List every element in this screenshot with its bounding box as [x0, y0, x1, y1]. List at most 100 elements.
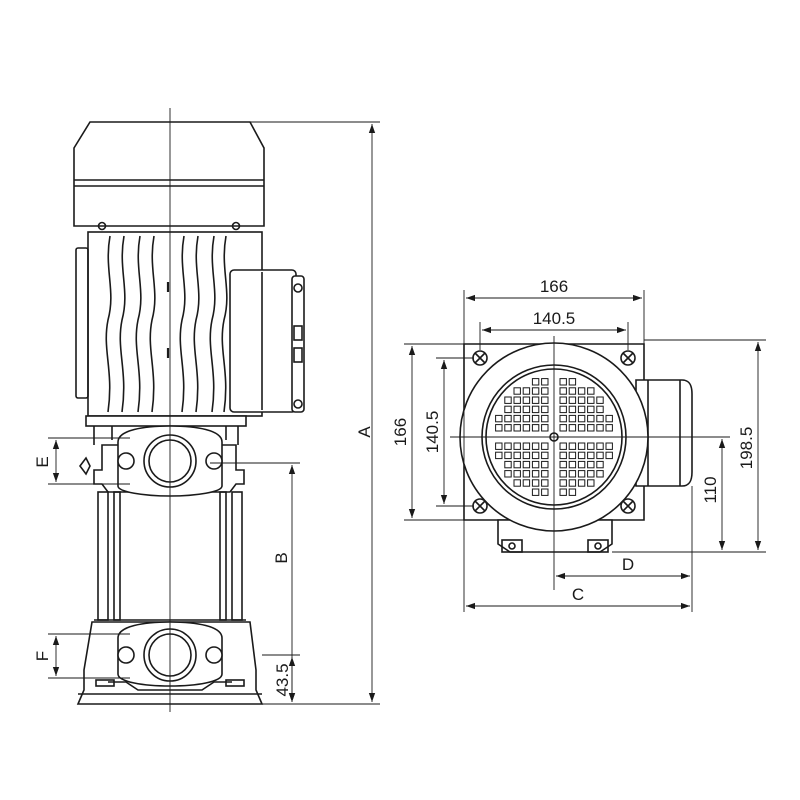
dimension-140-width-label: 140.5: [533, 309, 576, 328]
grill-slot: [577, 460, 586, 469]
grill-slot: [587, 414, 595, 423]
grill-slot: [513, 479, 521, 487]
dimension-166-width-label: 166: [540, 277, 568, 296]
grill-slot: [522, 387, 531, 395]
grill-slot: [559, 442, 567, 450]
grill-slot: [504, 451, 512, 460]
grill-slot: [559, 405, 567, 414]
grill-slot: [531, 396, 540, 404]
grill-slot: [541, 396, 549, 404]
terminal-box-top: [635, 379, 693, 487]
grill-slot: [568, 451, 577, 460]
grill-slot: [577, 451, 586, 460]
grill-slot: [522, 470, 531, 478]
grill-slot: [522, 442, 531, 450]
grill-slot: [531, 479, 540, 487]
grill-slot: [596, 470, 604, 478]
grill-slot: [522, 479, 531, 487]
grill-slot: [541, 442, 549, 450]
dimension-166-depth-label: 166: [391, 418, 410, 446]
grill-slot: [587, 451, 595, 460]
grill-slot: [522, 451, 531, 460]
dimension-c-label: C: [572, 585, 584, 604]
grill-slot: [605, 414, 613, 423]
grill-slot: [559, 414, 567, 423]
grill-slot: [541, 424, 549, 432]
grill-slot: [587, 405, 595, 414]
grill-slot: [568, 488, 577, 496]
grill-slot: [531, 378, 540, 386]
grill-slot: [596, 460, 604, 469]
grill-slot: [541, 488, 549, 496]
terminal-box: [229, 269, 305, 413]
fan-grill: [495, 378, 613, 496]
grill-slot: [577, 396, 586, 404]
dimension-base-label: 43.5: [273, 663, 292, 696]
grill-slot: [513, 424, 521, 432]
dimension-e-label: E: [33, 456, 52, 467]
grill-slot: [568, 414, 577, 423]
grill-slot: [587, 442, 595, 450]
grill-slot: [605, 424, 613, 432]
grill-slot: [568, 405, 577, 414]
dimension-d-label: D: [622, 555, 634, 574]
grill-slot: [596, 424, 604, 432]
grill-slot: [495, 414, 503, 423]
dimension-b-label: B: [272, 552, 291, 563]
grill-slot: [522, 460, 531, 469]
grill-slot: [587, 424, 595, 432]
grill-slot: [559, 470, 567, 478]
grill-slot: [587, 396, 595, 404]
grill-slot: [596, 414, 604, 423]
grill-slot: [522, 405, 531, 414]
grill-slot: [504, 442, 512, 450]
pump-stages: [94, 491, 246, 621]
grill-slot: [531, 442, 540, 450]
grill-slot: [541, 460, 549, 469]
grill-slot: [513, 414, 521, 423]
grill-slot: [577, 414, 586, 423]
grill-slot: [531, 460, 540, 469]
grill-slot: [495, 451, 503, 460]
grill-slot: [531, 405, 540, 414]
grill-slot: [577, 405, 586, 414]
grill-slot: [522, 424, 531, 432]
grill-slot: [568, 470, 577, 478]
grill-slot: [541, 378, 549, 386]
grill-slot: [504, 414, 512, 423]
grill-slot: [541, 479, 549, 487]
grill-slot: [531, 387, 540, 395]
side-view: A B 43.5 E F: [33, 108, 380, 712]
outlet-head: [79, 425, 245, 497]
pump-base: [76, 621, 264, 705]
grill-slot: [504, 460, 512, 469]
grill-slot: [559, 479, 567, 487]
grill-slot: [605, 442, 613, 450]
grill-slot: [559, 396, 567, 404]
grill-slot: [559, 488, 567, 496]
grill-slot: [541, 470, 549, 478]
dimension-198-label: 198.5: [737, 427, 756, 470]
grill-slot: [568, 387, 577, 395]
grill-slot: [568, 396, 577, 404]
grill-slot: [504, 405, 512, 414]
grill-slot: [559, 460, 567, 469]
grill-slot: [531, 451, 540, 460]
grill-slot: [522, 396, 531, 404]
grill-slot: [513, 451, 521, 460]
grill-slot: [504, 396, 512, 404]
grill-slot: [541, 405, 549, 414]
grill-slot: [531, 414, 540, 423]
grill-slot: [559, 424, 567, 432]
top-view: 166 140.5 166 140.5 198.5 110 D C: [391, 277, 766, 612]
screw-icon: [293, 399, 303, 409]
grill-slot: [541, 451, 549, 460]
grill-slot: [596, 405, 604, 414]
grill-slot: [587, 460, 595, 469]
grill-slot: [559, 451, 567, 460]
grill-slot: [522, 414, 531, 423]
grill-slot: [568, 378, 577, 386]
motor-fan-cover: [73, 121, 265, 227]
grill-slot: [513, 387, 521, 395]
